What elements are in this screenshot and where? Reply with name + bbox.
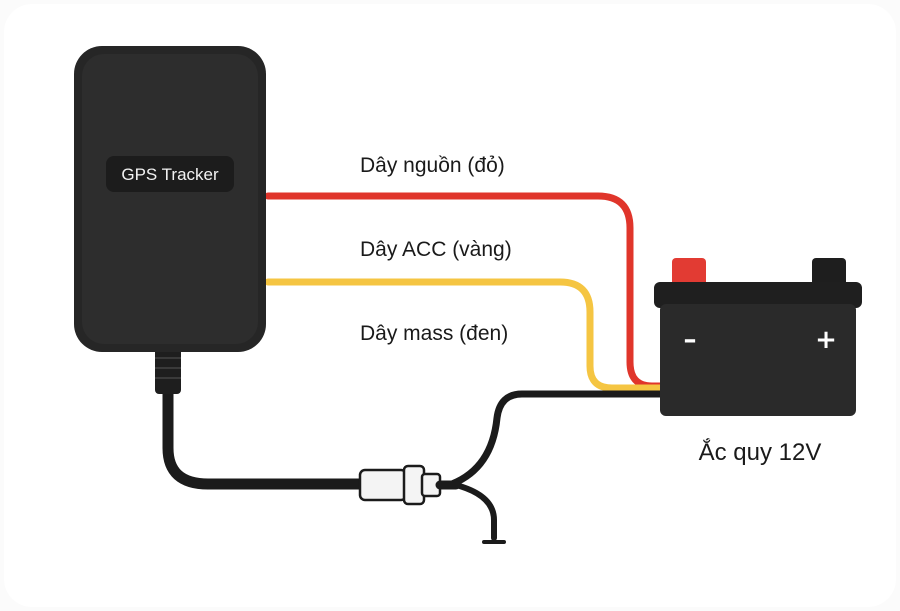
- battery-negative-sign: –: [684, 325, 697, 355]
- battery: – +: [654, 258, 862, 416]
- battery-positive-terminal: [672, 258, 706, 286]
- ground-wire: [448, 390, 666, 488]
- device-label-plate: [106, 156, 234, 192]
- device-label: GPS Tracker: [121, 165, 219, 184]
- ground-wire-label: Dây mass (đen): [360, 322, 508, 345]
- acc-wire: [264, 278, 666, 392]
- gps-tracker-device: GPS Tracker: [74, 46, 266, 352]
- battery-lid: [654, 282, 862, 308]
- device-cable: [162, 380, 368, 490]
- ground-stub-wire: [449, 481, 497, 541]
- battery-positive-sign: +: [815, 325, 837, 355]
- battery-label: Ắc quy 12V: [699, 438, 822, 466]
- cable-strain-relief: [155, 346, 181, 394]
- power-wire-label: Dây nguồn (đỏ): [360, 154, 505, 177]
- battery-negative-terminal: [812, 258, 846, 286]
- battery-body: [660, 304, 856, 416]
- acc-wire-label: Dây ACC (vàng): [360, 238, 512, 261]
- cable-connector: [358, 464, 461, 506]
